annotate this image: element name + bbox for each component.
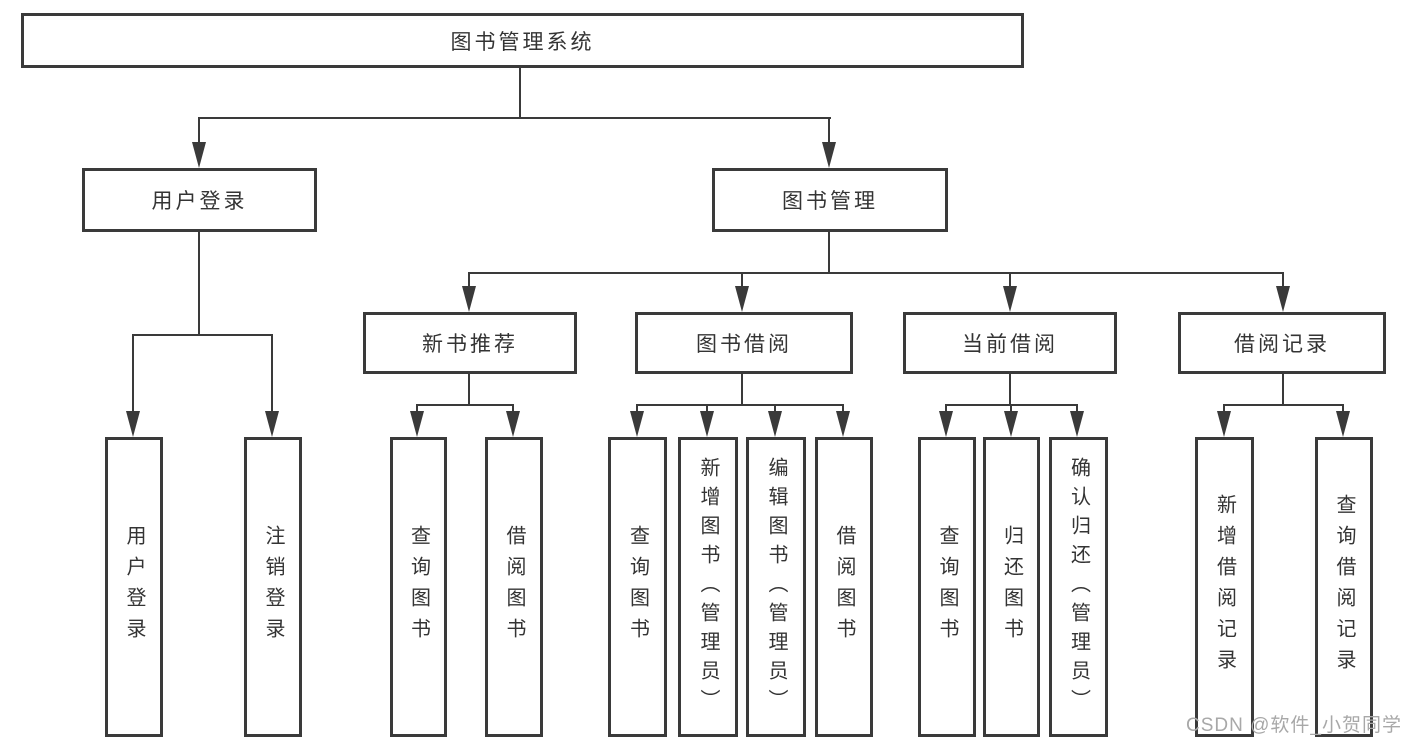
connector-vline: [741, 272, 743, 288]
connector-vline: [828, 232, 830, 274]
connector-vline: [1282, 272, 1284, 288]
leaf-logout: 注销登录: [244, 437, 302, 737]
leaf-label: 借阅图书: [503, 525, 525, 649]
arrow-down-icon: [1003, 286, 1017, 312]
connector-vline: [828, 117, 830, 150]
arrow-down-icon: [939, 411, 953, 437]
arrow-down-icon: [265, 411, 279, 437]
arrow-down-icon: [700, 411, 714, 437]
arrow-down-icon: [506, 411, 520, 437]
node-library-management-system: 图书管理系统: [21, 13, 1024, 68]
arrow-down-icon: [1070, 411, 1084, 437]
leaf-label: 用户登录: [123, 525, 145, 649]
arrow-down-icon: [836, 411, 850, 437]
node-label: 图书借阅: [696, 333, 792, 356]
connector-vline: [416, 404, 418, 416]
arrow-down-icon: [1276, 286, 1290, 312]
connector-hline: [417, 404, 514, 406]
arrow-down-icon: [126, 411, 140, 437]
leaf-label: 归还图书: [1000, 525, 1023, 649]
leaf-label: 编辑图书（管理员）: [765, 456, 787, 718]
connector-hline: [637, 404, 844, 406]
connector-vline: [271, 334, 273, 414]
leaf-label: 查询图书: [936, 525, 958, 649]
arrow-down-icon: [735, 286, 749, 312]
connector-vline: [512, 404, 514, 416]
arrow-down-icon: [1004, 411, 1018, 437]
leaf-return-books: 归还图书: [983, 437, 1040, 737]
leaf-borrow-books-borrowing: 借阅图书: [815, 437, 873, 737]
leaf-query-books-borrowing: 查询图书: [608, 437, 667, 737]
connector-vline: [1342, 404, 1344, 416]
arrow-down-icon: [768, 411, 782, 437]
connector-hline: [133, 334, 273, 336]
leaf-confirm-return-admin: 确认归还（管理员）: [1049, 437, 1108, 737]
leaf-label: 查询图书: [626, 525, 649, 649]
node-user-login: 用户登录: [82, 168, 317, 232]
leaf-label: 查询借阅记录: [1333, 494, 1355, 680]
node-borrowing-records: 借阅记录: [1178, 312, 1386, 374]
connector-vline: [706, 404, 708, 416]
arrow-down-icon: [1217, 411, 1231, 437]
node-new-book-recommendation: 新书推荐: [363, 312, 577, 374]
connector-vline: [132, 334, 134, 414]
connector-vline: [198, 117, 200, 150]
connector-hline: [1224, 404, 1344, 406]
leaf-user-login: 用户登录: [105, 437, 163, 737]
leaf-query-books-current: 查询图书: [918, 437, 976, 737]
node-book-management: 图书管理: [712, 168, 948, 232]
connector-hline: [199, 117, 831, 119]
arrow-down-icon: [192, 142, 206, 168]
connector-vline: [1076, 404, 1078, 416]
leaf-label: 注销登录: [262, 525, 284, 649]
node-label: 新书推荐: [422, 333, 518, 356]
connector-vline: [774, 404, 776, 416]
connector-vline: [636, 404, 638, 416]
connector-vline: [842, 404, 844, 416]
arrow-down-icon: [1336, 411, 1350, 437]
node-label: 当前借阅: [962, 333, 1058, 356]
node-label: 用户登录: [151, 190, 248, 213]
connector-vline: [468, 272, 470, 288]
connector-hline: [469, 272, 1284, 274]
arrow-down-icon: [630, 411, 644, 437]
arrow-down-icon: [462, 286, 476, 312]
leaf-label: 确认归还（管理员）: [1067, 456, 1090, 718]
node-book-borrowing: 图书借阅: [635, 312, 853, 374]
node-current-borrowing: 当前借阅: [903, 312, 1117, 374]
connector-hline: [946, 404, 1078, 406]
leaf-label: 查询图书: [407, 525, 430, 649]
leaf-add-books-admin: 新增图书（管理员）: [678, 437, 738, 737]
connector-vline: [1010, 404, 1012, 416]
node-label: 借阅记录: [1234, 333, 1330, 356]
leaf-label: 新增图书（管理员）: [697, 456, 719, 718]
leaf-edit-books-admin: 编辑图书（管理员）: [746, 437, 806, 737]
connector-vline: [468, 374, 470, 406]
node-label: 图书管理: [782, 190, 878, 213]
connector-vline: [519, 66, 521, 118]
connector-vline: [945, 404, 947, 416]
arrow-down-icon: [410, 411, 424, 437]
leaf-label: 新增借阅记录: [1213, 494, 1236, 680]
connector-vline: [1282, 374, 1284, 406]
leaf-query-books-recommend: 查询图书: [390, 437, 447, 737]
leaf-add-borrow-record: 新增借阅记录: [1195, 437, 1254, 737]
node-label: 图书管理系统: [450, 30, 595, 54]
connector-vline: [198, 232, 200, 336]
connector-vline: [1223, 404, 1225, 416]
leaf-borrow-books-recommend: 借阅图书: [485, 437, 543, 737]
watermark: CSDN @软件_小贺同学: [1186, 715, 1402, 736]
leaf-label: 借阅图书: [833, 525, 855, 649]
leaf-query-borrow-record: 查询借阅记录: [1315, 437, 1373, 737]
connector-vline: [1009, 374, 1011, 406]
connector-vline: [741, 374, 743, 406]
arrow-down-icon: [822, 142, 836, 168]
connector-vline: [1009, 272, 1011, 288]
